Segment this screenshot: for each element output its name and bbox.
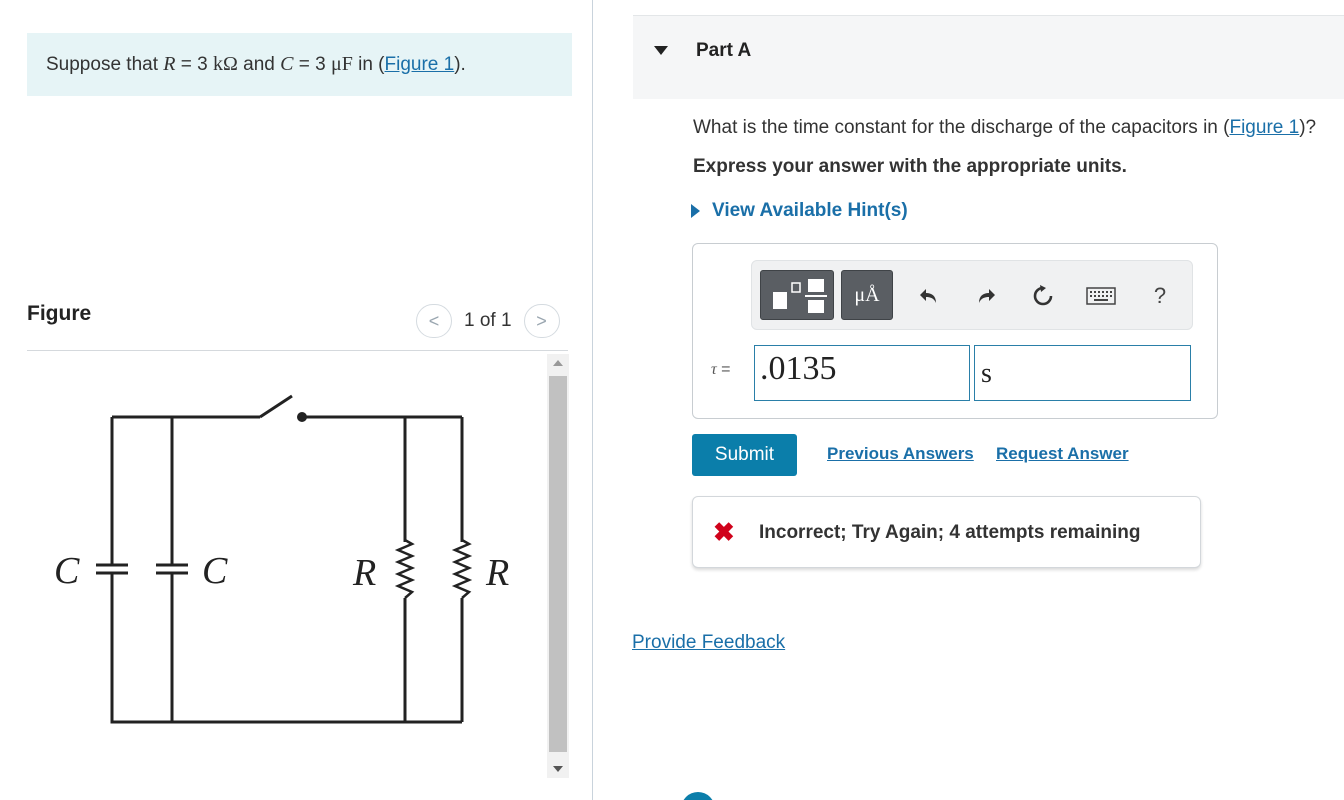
view-hints-toggle[interactable]: View Available Hint(s) — [691, 200, 908, 222]
problem-intro: Suppose that R = 3 kΩ and C = 3 μF in (F… — [27, 33, 572, 96]
math-toolbar: μÅ ? — [751, 260, 1193, 330]
reset-icon — [1033, 285, 1053, 306]
label-c-right: C — [202, 550, 228, 592]
caret-right-icon — [691, 204, 700, 218]
question-pre: What is the time constant for the discha… — [693, 117, 1230, 138]
c-symbol: C — [280, 53, 294, 75]
circuit-diagram: C C R R — [54, 394, 509, 724]
figure-scrollbar[interactable] — [547, 354, 569, 778]
units-label: μÅ — [854, 283, 880, 306]
hints-label: View Available Hint(s) — [712, 200, 908, 221]
answer-box: μÅ ? τ = .0135 s — [692, 243, 1218, 419]
provide-feedback-link[interactable]: Provide Feedback — [632, 632, 786, 653]
intro-and: and — [237, 54, 281, 75]
intro-eq2: = 3 — [293, 54, 331, 75]
intro-text: Suppose that — [46, 54, 164, 75]
r-symbol: R — [163, 53, 176, 75]
pager-next-button[interactable]: > — [523, 304, 560, 338]
part-header[interactable]: Part A — [633, 15, 1344, 99]
r-unit: kΩ — [212, 53, 238, 75]
label-c-left: C — [54, 550, 80, 592]
chevron-right-icon: > — [536, 310, 547, 331]
help-button[interactable]: ? — [1146, 283, 1174, 309]
pager-count: 1 of 1 — [464, 310, 512, 331]
keyboard-button[interactable] — [1085, 283, 1117, 309]
templates-button[interactable] — [760, 270, 834, 320]
pager-prev-button[interactable]: < — [416, 304, 452, 338]
submit-button[interactable]: Submit — [692, 434, 797, 476]
help-icon: ? — [1153, 283, 1167, 308]
resistor-right — [451, 538, 473, 599]
close-x-icon: ✖ — [713, 517, 735, 547]
reset-button[interactable] — [1029, 283, 1057, 309]
keyboard-icon — [1086, 287, 1116, 305]
cap-right-gap — [160, 565, 184, 573]
left-pane: Suppose that R = 3 kΩ and C = 3 μF in (F… — [0, 0, 592, 800]
figure-divider — [27, 350, 568, 351]
previous-answers-link[interactable]: Previous Answers — [827, 444, 974, 463]
right-pane: Part A What is the time constant for the… — [593, 0, 1344, 800]
tau-label: τ = — [711, 361, 731, 379]
pane-divider — [592, 0, 593, 800]
feedback-box: ✖ Incorrect; Try Again; 4 attempts remai… — [692, 496, 1201, 568]
caret-down-icon[interactable] — [654, 46, 668, 55]
figure-pager: < 1 of 1 > — [416, 304, 560, 338]
undo-button[interactable] — [915, 283, 943, 309]
scroll-up-arrow-icon[interactable] — [553, 360, 563, 366]
switch-contact — [297, 412, 307, 422]
chevron-left-icon: < — [428, 310, 440, 331]
question-figure-link[interactable]: Figure 1 — [1229, 117, 1300, 138]
instruction-text: Express your answer with the appropriate… — [693, 156, 1127, 177]
feedback-message: Incorrect; Try Again; 4 attempts remaini… — [759, 522, 1141, 543]
redo-button[interactable] — [972, 283, 1000, 309]
question-text: What is the time constant for the discha… — [693, 117, 1316, 139]
intro-in: in ( — [352, 54, 385, 75]
label-r-left: R — [352, 552, 376, 594]
cap-left-gap — [100, 565, 124, 573]
units-button[interactable]: μÅ — [841, 270, 893, 320]
scrollbar-thumb[interactable] — [549, 376, 567, 752]
fraction-template-icon — [773, 279, 827, 313]
label-r-right: R — [485, 552, 509, 594]
unit-input[interactable]: s — [974, 345, 1191, 401]
redo-icon — [979, 289, 995, 303]
resistor-left — [394, 538, 416, 599]
switch-blade — [259, 394, 293, 419]
help-bubble[interactable] — [681, 792, 715, 800]
figure-link[interactable]: Figure 1 — [384, 54, 455, 75]
tau-symbol: τ — [711, 361, 717, 378]
question-post: )? — [1299, 117, 1317, 138]
figure-heading: Figure — [27, 302, 92, 325]
undo-icon — [920, 289, 936, 303]
part-title: Part A — [696, 40, 752, 61]
c-unit: μF — [330, 53, 353, 75]
scroll-down-arrow-icon[interactable] — [553, 766, 563, 772]
request-answer-link[interactable]: Request Answer — [996, 444, 1129, 463]
tau-equals: = — [716, 361, 731, 378]
intro-eq1: = 3 — [175, 54, 213, 75]
value-input[interactable]: .0135 — [754, 345, 970, 401]
intro-close: ). — [454, 54, 466, 75]
